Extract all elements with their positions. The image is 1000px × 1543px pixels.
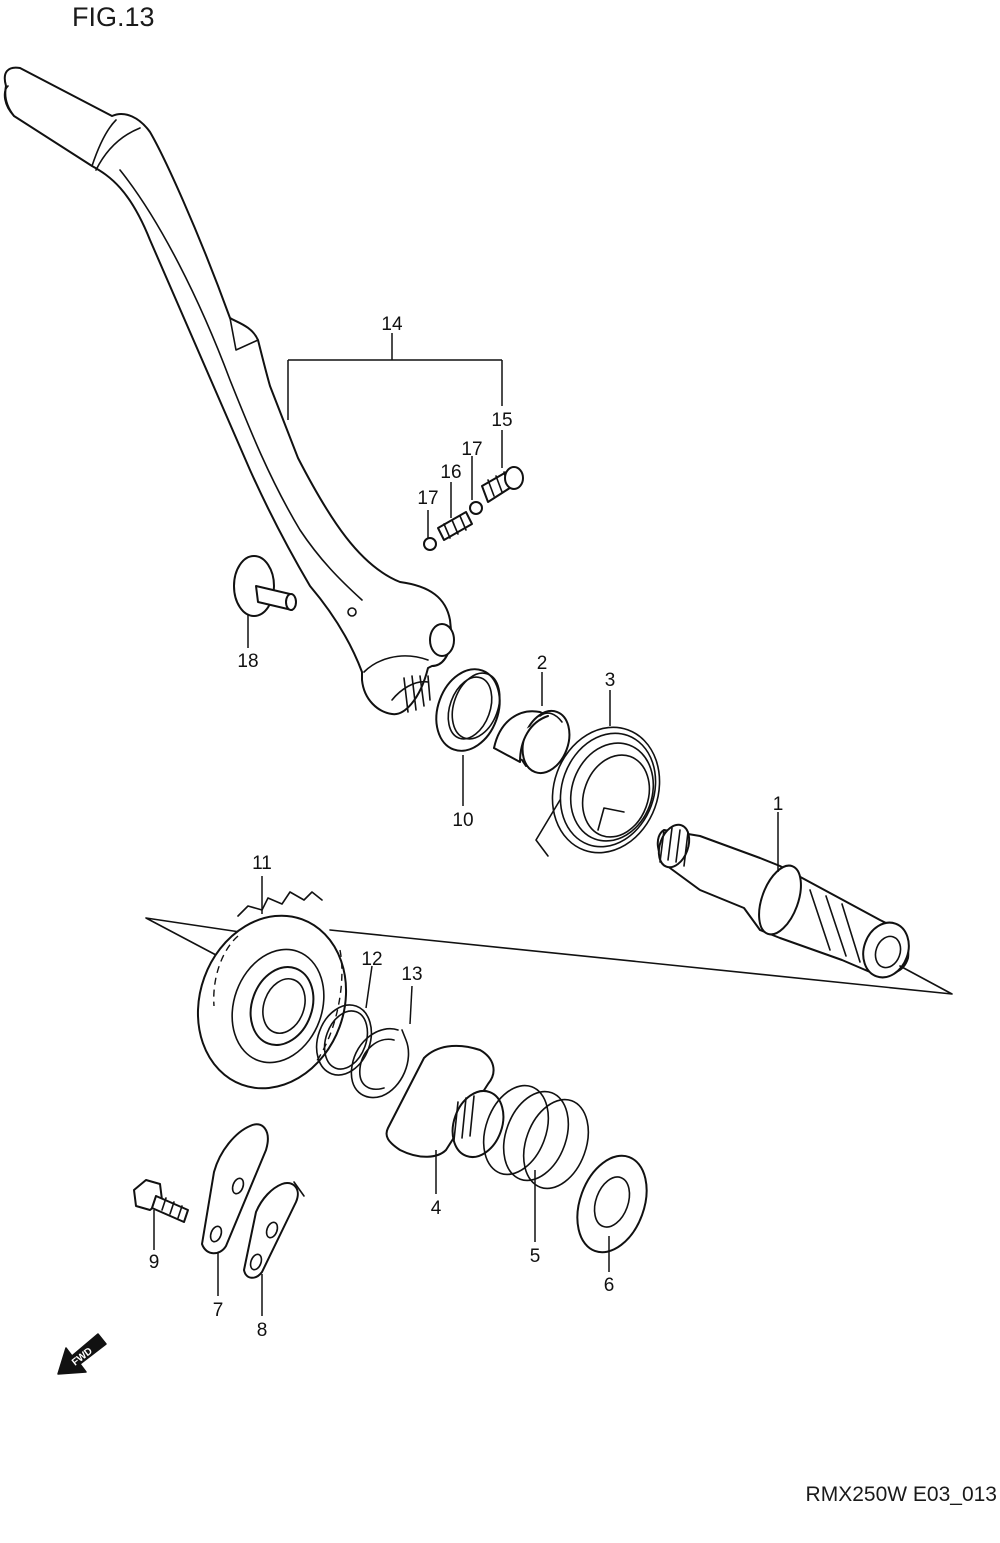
callout-17a: 17	[461, 439, 482, 460]
figure-title: FIG.13	[72, 2, 155, 32]
callout-8: 8	[257, 1320, 268, 1341]
oil-seal-part-10	[435, 668, 501, 752]
callout-9: 9	[149, 1252, 160, 1273]
kick-shaft-part-1	[656, 823, 910, 979]
callout-12: 12	[361, 949, 382, 970]
callout-2: 2	[537, 653, 548, 674]
callout-3: 3	[605, 670, 616, 691]
circlip-part-13	[350, 1027, 410, 1099]
leader-lines	[153, 333, 779, 1316]
callout-15: 15	[491, 410, 512, 431]
kick-lever-part	[3, 66, 455, 716]
callout-10: 10	[452, 810, 473, 831]
callout-7: 7	[213, 1300, 224, 1321]
washer-pin-part-18	[233, 555, 297, 617]
callout-1: 1	[773, 794, 784, 815]
kick-guide-part-4	[385, 1044, 505, 1158]
spring-part-5	[482, 1084, 590, 1190]
kick-spring-part-3	[535, 726, 661, 857]
callout-14: 14	[381, 314, 403, 335]
washer-part-6	[576, 1154, 648, 1254]
diagram-code: RMX250W E03_013	[805, 1483, 997, 1506]
callout-18: 18	[237, 651, 258, 672]
callout-11: 11	[252, 853, 272, 874]
callout-5: 5	[530, 1246, 541, 1267]
callout-4: 4	[431, 1198, 442, 1219]
plate-part-8	[243, 1181, 305, 1279]
fwd-arrow-icon: FWD	[57, 1333, 107, 1375]
callout-13: 13	[401, 964, 422, 985]
kick-gear-part-11	[196, 891, 348, 1090]
bolt-spring-balls-parts	[423, 466, 524, 551]
callout-17b: 17	[417, 488, 438, 509]
bushing-part-2	[493, 710, 571, 774]
axis-line-right	[329, 929, 953, 995]
bolt-part-9	[133, 1179, 189, 1223]
callout-16: 16	[440, 462, 461, 483]
plate-part-7	[201, 1123, 269, 1255]
axis-line	[145, 917, 241, 956]
callout-6: 6	[604, 1275, 615, 1296]
